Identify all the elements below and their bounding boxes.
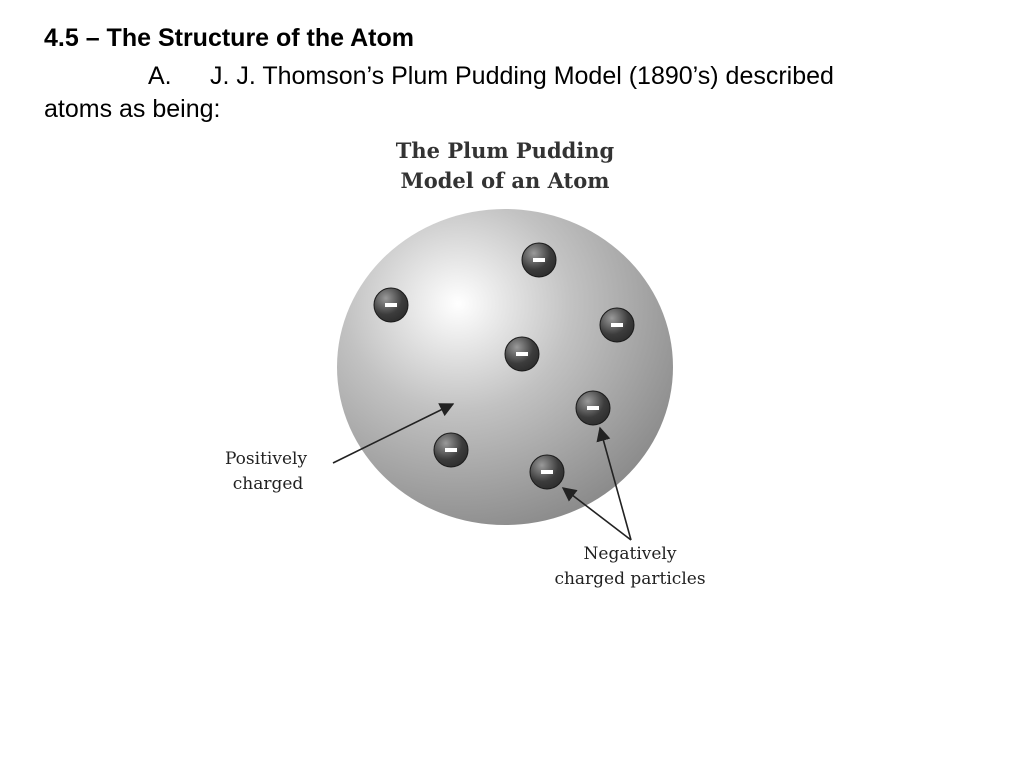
minus-icon <box>516 352 528 356</box>
slide-heading: 4.5 – The Structure of the Atom <box>44 24 414 52</box>
electron <box>504 336 540 372</box>
electron <box>575 390 611 426</box>
positive-sphere <box>337 209 673 525</box>
electron <box>521 242 557 278</box>
item-text-line2: atoms as being: <box>44 95 221 123</box>
electron <box>433 432 469 468</box>
diagram-title-line2: Model of an Atom <box>401 168 610 193</box>
item-marker: A. <box>148 62 172 90</box>
minus-icon <box>587 406 599 410</box>
minus-icon <box>445 448 457 452</box>
minus-icon <box>533 258 545 262</box>
electron <box>373 287 409 323</box>
positive-charge-arrow <box>332 403 455 464</box>
negative-label-line1: Negatively <box>584 544 677 564</box>
negative-label-line2: charged particles <box>554 569 705 589</box>
electron <box>599 307 635 343</box>
positive-label-line2: charged <box>233 474 304 494</box>
electron <box>529 454 565 490</box>
minus-icon <box>385 303 397 307</box>
diagram-title-line1: The Plum Pudding <box>396 138 615 163</box>
minus-icon <box>541 470 553 474</box>
item-text-line1: J. J. Thomson’s Plum Pudding Model (1890… <box>210 62 834 90</box>
minus-icon <box>611 323 623 327</box>
slide-body: A. J. J. Thomson’s Plum Pudding Model (18… <box>44 60 984 126</box>
negative-charge-arrow-1 <box>596 426 632 541</box>
electron-group <box>373 242 635 490</box>
positive-label-line1: Positively <box>225 449 308 469</box>
negative-charge-arrow-2 <box>561 487 632 541</box>
